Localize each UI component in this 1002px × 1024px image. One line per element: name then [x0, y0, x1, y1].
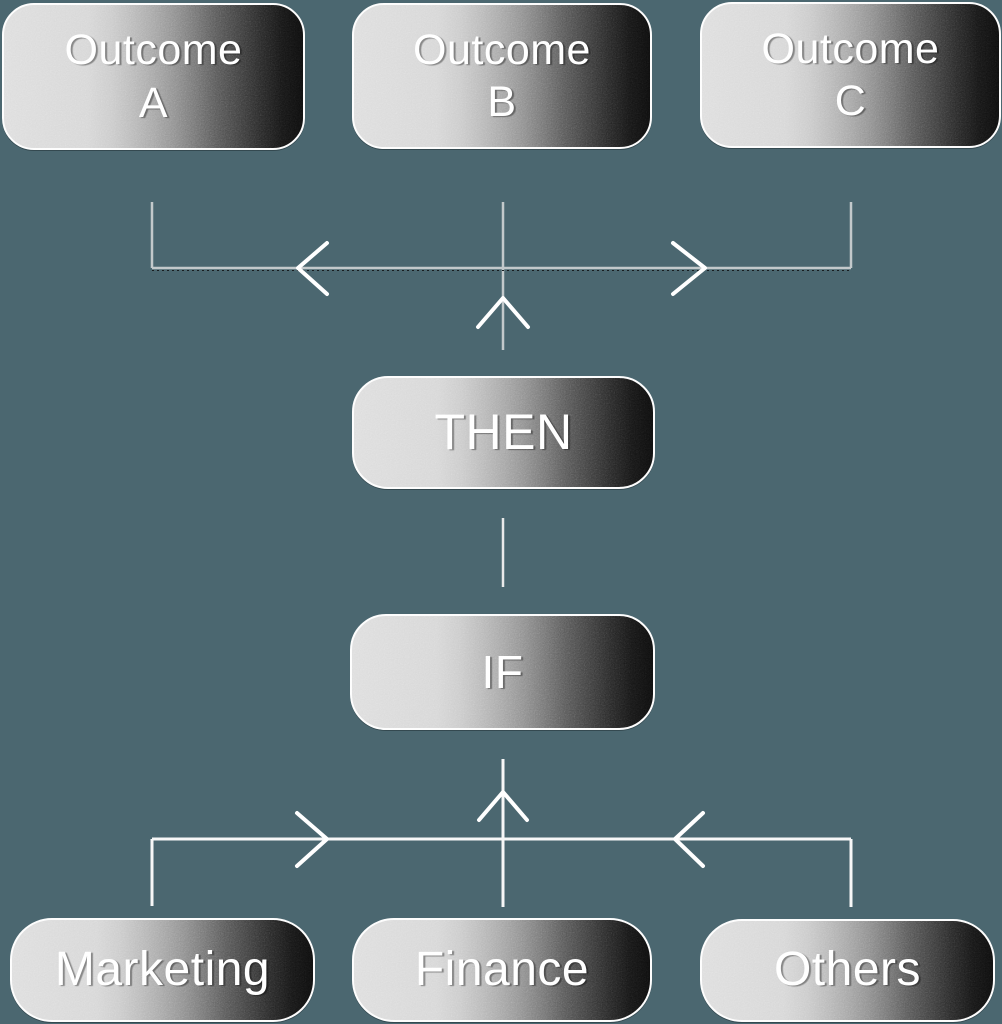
node-marketing-label: Marketing	[54, 942, 271, 996]
arrowhead-to-outcome-c-icon	[671, 241, 707, 296]
node-outcome-c-label: Outcome C	[761, 24, 940, 125]
arrowhead-from-marketing-icon	[295, 811, 329, 868]
node-then-label: THEN	[434, 404, 573, 460]
connector-then-to-outcomes	[150, 202, 853, 350]
node-finance: Finance	[352, 918, 652, 1022]
node-finance-label: Finance	[414, 942, 590, 996]
node-outcome-a-label: Outcome A	[64, 26, 243, 127]
node-outcome-b-label: Outcome B	[413, 25, 591, 126]
node-marketing: Marketing	[10, 918, 315, 1022]
arrowhead-to-outcome-a-icon	[296, 241, 329, 296]
arrowhead-if-up-icon	[477, 790, 529, 822]
node-outcome-b: Outcome B	[352, 3, 652, 149]
connector-inputs-to-if	[150, 759, 853, 907]
node-outcome-c: Outcome C	[700, 2, 1001, 148]
node-outcome-a: Outcome A	[2, 3, 305, 150]
node-others-label: Others	[773, 943, 922, 997]
arrowhead-from-others-icon	[673, 811, 705, 868]
node-if: IF	[350, 614, 655, 730]
node-then: THEN	[352, 376, 655, 489]
node-others: Others	[700, 919, 995, 1022]
arrowhead-then-up-icon	[476, 296, 530, 329]
node-if-label: IF	[481, 645, 524, 698]
